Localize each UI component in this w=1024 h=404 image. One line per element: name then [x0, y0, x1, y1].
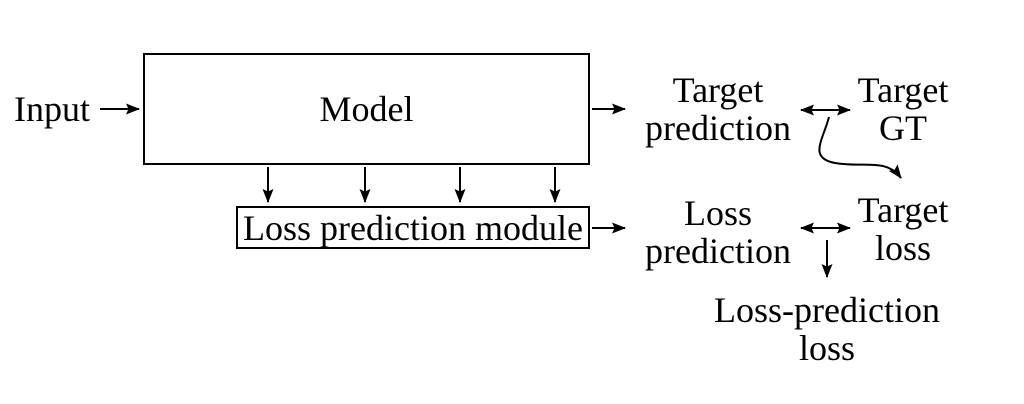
target-loss-line1: Target: [857, 190, 949, 230]
comparison-to-target-loss-curved-arrow: [818, 116, 902, 179]
target-loss-line2: loss: [874, 228, 932, 268]
target-gt-label: Target GT: [858, 71, 949, 147]
loss-prediction-module-label: Loss prediction module: [243, 207, 583, 248]
model-box: Model: [143, 53, 590, 165]
input-label: Input: [14, 90, 90, 128]
loss-prediction-loss-line1: Loss-prediction: [714, 290, 940, 330]
loss-prediction-line2: prediction: [645, 231, 791, 271]
input-label-text: Input: [14, 89, 90, 129]
target-prediction-label: Target prediction: [645, 71, 791, 147]
loss-prediction-line1: Loss: [683, 193, 753, 233]
model-box-label: Model: [319, 89, 414, 129]
target-prediction-line1: Target: [672, 70, 764, 110]
target-prediction-line2: prediction: [645, 108, 791, 148]
target-loss-label: Target loss: [858, 191, 949, 267]
target-gt-line1: Target: [857, 70, 949, 110]
loss-prediction-module-box: Loss prediction module: [236, 206, 590, 249]
target-gt-line2: GT: [879, 108, 927, 148]
loss-prediction-loss-line2: loss: [798, 328, 856, 368]
loss-prediction-label: Loss prediction: [645, 194, 791, 270]
loss-prediction-loss-label: Loss-prediction loss: [714, 291, 940, 367]
